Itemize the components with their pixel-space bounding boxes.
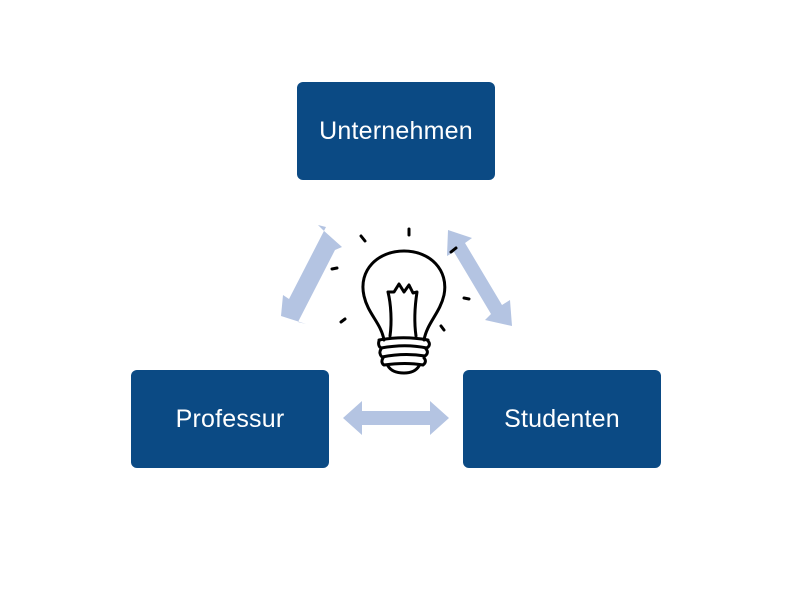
lightbulb-icon (330, 227, 471, 375)
node-studenten-label: Studenten (504, 404, 620, 433)
arrow-professur-unternehmen (281, 225, 342, 324)
node-professur-label: Professur (175, 404, 285, 433)
arrow-unternehmen-studenten (447, 230, 512, 326)
node-unternehmen-label: Unternehmen (319, 116, 473, 145)
arrow-professur-studenten (343, 401, 449, 435)
node-professur: Professur (131, 370, 329, 468)
node-studenten: Studenten (463, 370, 661, 468)
node-unternehmen: Unternehmen (297, 82, 495, 180)
